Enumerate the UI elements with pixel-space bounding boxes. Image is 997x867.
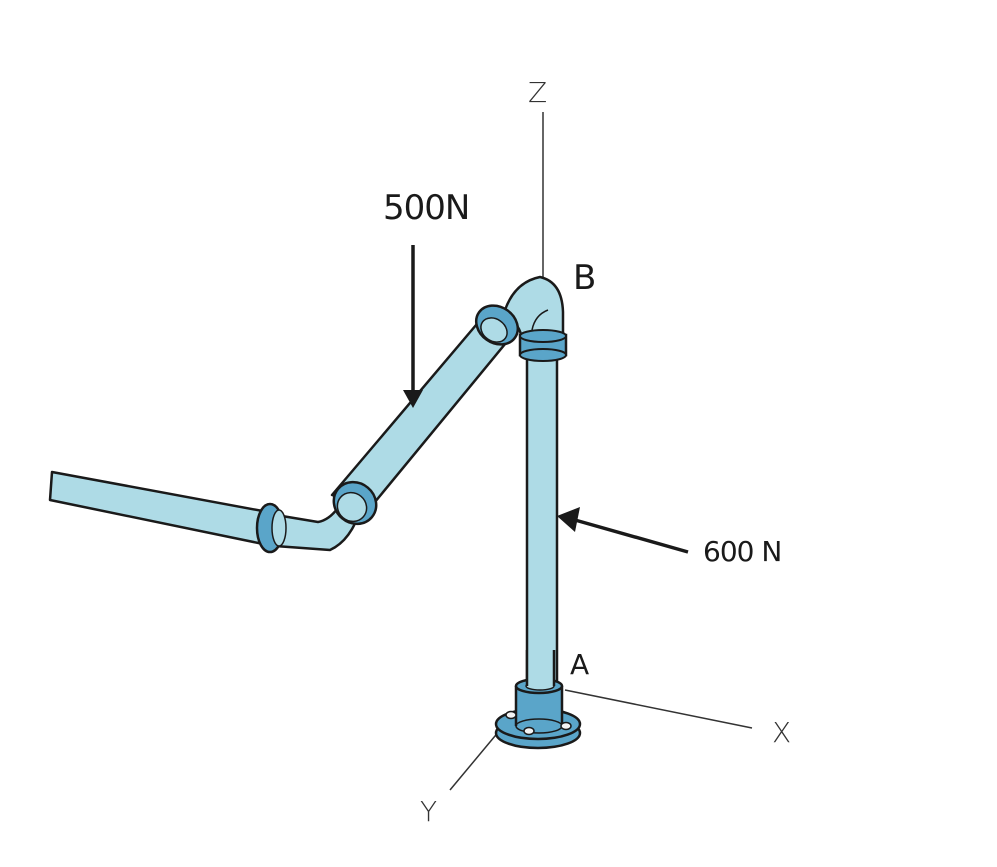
- diagonal-pipe-segment: [330, 316, 512, 510]
- force-label-500n: 500N: [383, 188, 470, 228]
- y-axis-line: [449, 729, 501, 791]
- force-label-600n: 600 N: [703, 535, 782, 568]
- point-a-label: A: [570, 648, 590, 681]
- left-pipe-segment: [48, 470, 270, 547]
- flange-lower-diagonal: [332, 480, 378, 526]
- bolt-icon: [560, 721, 572, 731]
- flange-upper-diagonal: [474, 304, 520, 346]
- point-b-label: B: [573, 258, 597, 298]
- force-arrow-500n: [403, 245, 423, 408]
- flange-left: [255, 502, 287, 554]
- flange-top-vertical: [518, 329, 568, 362]
- z-axis-label: Z: [528, 76, 548, 109]
- bolt-icon: [505, 710, 517, 720]
- x-axis-line: [564, 689, 753, 729]
- force-arrow-600n: [557, 507, 689, 554]
- x-axis-label: X: [772, 716, 792, 749]
- vertical-pipe: [525, 348, 559, 692]
- bolt-icon: [523, 726, 535, 736]
- y-axis-label: Y: [420, 795, 438, 828]
- base-support: [494, 650, 582, 750]
